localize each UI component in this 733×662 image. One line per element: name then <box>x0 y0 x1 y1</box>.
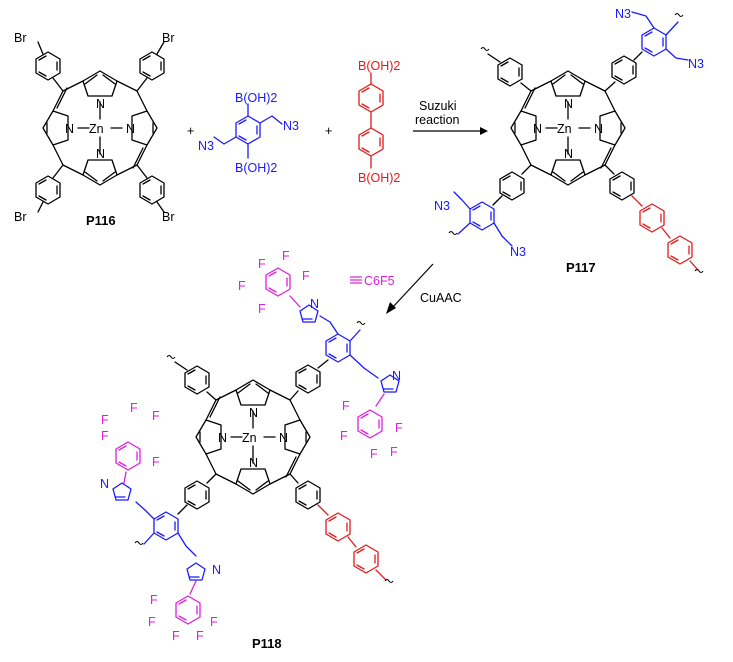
p117-molecule: Zn N N N N N3 N3 N3 N3 <box>434 7 704 275</box>
f-label: F <box>152 455 160 469</box>
f-label: F <box>238 279 246 293</box>
compound-label-p118: P118 <box>252 636 282 651</box>
n-label: N <box>126 122 135 136</box>
f-label: F <box>101 413 109 427</box>
n3-label: N3 <box>198 139 214 153</box>
n-label: N <box>564 147 573 161</box>
f-label: F <box>130 401 138 415</box>
zn-label-p118: Zn <box>242 431 257 445</box>
f-label: F <box>152 409 160 423</box>
compound-label-p116: P116 <box>86 213 116 228</box>
cuaac-arrow: C6F5 CuAAC <box>350 263 462 314</box>
plus-sign: + <box>187 124 194 138</box>
f-label: F <box>390 445 398 459</box>
suzuki-arrow: Suzuki reaction <box>413 99 488 135</box>
n-label: N <box>65 122 74 136</box>
p116-molecule: Zn N N N N Br Br Br Br P116 <box>14 31 175 228</box>
boh2-label: B(OH)2 <box>235 161 277 175</box>
reaction-label: reaction <box>415 113 460 127</box>
n-label: N <box>564 97 573 111</box>
f-label: F <box>340 429 348 443</box>
f-label: F <box>150 593 158 607</box>
biphenyl-diboronic-acid: B(OH)2 B(OH)2 <box>358 59 400 185</box>
n-label: N <box>249 456 258 470</box>
f-label: F <box>370 447 378 461</box>
br-label: Br <box>162 31 175 45</box>
zn-label-p116: Zn <box>89 122 104 136</box>
boh2-label: B(OH)2 <box>358 59 400 73</box>
br-label: Br <box>14 31 27 45</box>
f-label: F <box>258 257 266 271</box>
cuaac-label: CuAAC <box>420 291 462 305</box>
f-label: F <box>395 421 403 435</box>
f-label: F <box>210 615 218 629</box>
n-label: N <box>533 122 542 136</box>
c6f5-label: C6F5 <box>364 274 395 288</box>
zn-label-p117: Zn <box>557 122 572 136</box>
n-label: N <box>279 431 288 445</box>
n-label: N <box>96 97 105 111</box>
p118-molecule: Zn N N N N N F F F F F N F F F F F <box>100 249 403 651</box>
boh2-label: B(OH)2 <box>235 91 277 105</box>
triazole-n: N <box>100 477 109 491</box>
f-label: F <box>101 429 109 443</box>
n3-label: N3 <box>434 199 450 213</box>
n3-label: N3 <box>510 245 526 259</box>
n-label: N <box>249 406 258 420</box>
br-label: Br <box>162 210 175 224</box>
triazole-n: N <box>212 563 221 577</box>
triazole-n: N <box>310 297 319 311</box>
br-label: Br <box>14 210 27 224</box>
suzuki-label: Suzuki <box>419 99 457 113</box>
f-label: F <box>148 615 156 629</box>
n-label: N <box>96 147 105 161</box>
n3-label: N3 <box>283 119 299 133</box>
f-label: F <box>258 302 266 316</box>
compound-label-p117: P117 <box>566 260 596 275</box>
f-label: F <box>196 629 204 643</box>
n-label: N <box>594 122 603 136</box>
bis-azide-linker: B(OH)2 B(OH)2 N3 N3 <box>198 91 299 175</box>
n3-label: N3 <box>688 57 704 71</box>
plus-sign: + <box>325 124 332 138</box>
n-label: N <box>218 431 227 445</box>
f-label: F <box>342 399 350 413</box>
boh2-label: B(OH)2 <box>358 171 400 185</box>
f-label: F <box>302 269 310 283</box>
n3-label: N3 <box>615 7 631 21</box>
triazole-n: N <box>392 369 401 383</box>
f-label: F <box>172 629 180 643</box>
f-label: F <box>282 249 290 263</box>
